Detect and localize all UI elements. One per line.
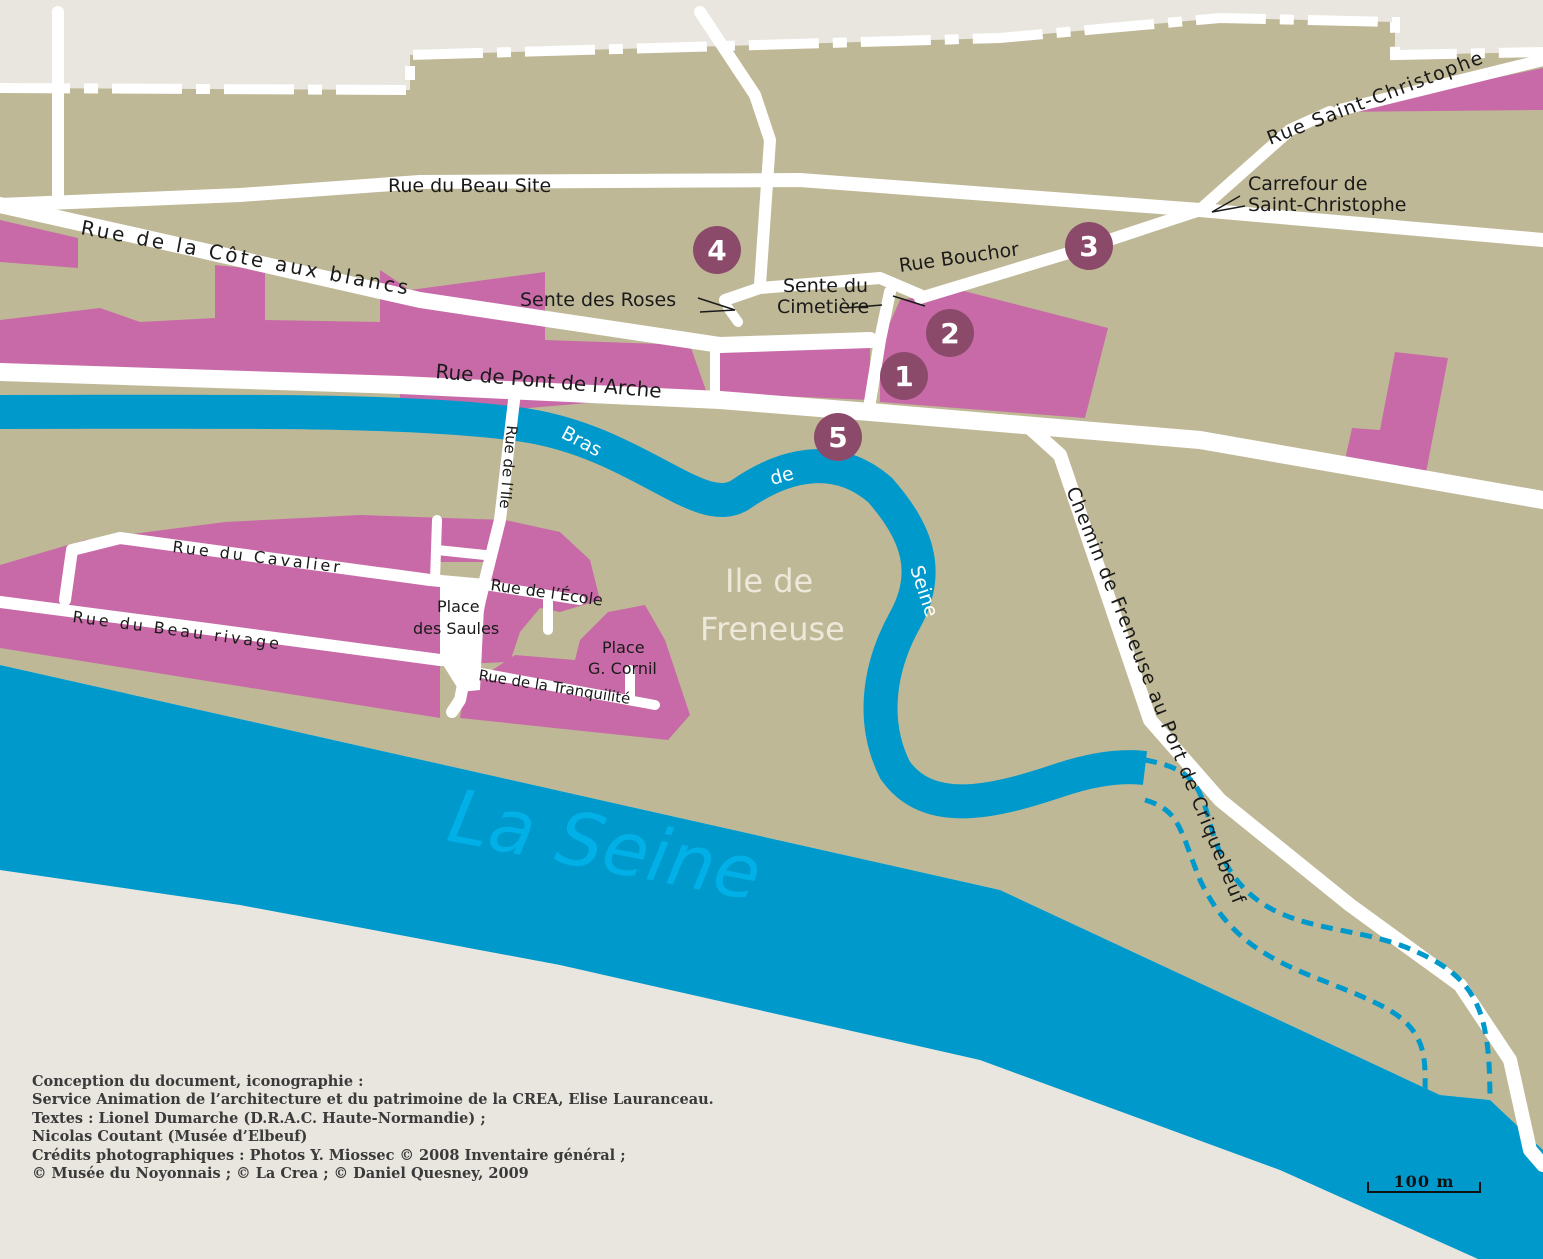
- credits-line: Service Animation de l’architecture et d…: [32, 1091, 714, 1109]
- label-ile-line2: Freneuse: [700, 610, 845, 648]
- marker-5[interactable]: 5: [814, 413, 862, 461]
- bras-de-seine: [0, 394, 1148, 819]
- svg-text:3: 3: [1079, 230, 1098, 263]
- label-carrefour-line1: Carrefour de: [1248, 173, 1367, 195]
- label-place-saules-line2: des Saules: [413, 619, 499, 638]
- label-sente-des-roses: Sente des Roses: [520, 289, 676, 311]
- label-rue-beau-site: Rue du Beau Site: [388, 175, 551, 197]
- scale-bar: 100 m: [1367, 1172, 1481, 1193]
- credits-line: Conception du document, iconographie :: [32, 1073, 364, 1090]
- marker-2[interactable]: 2: [926, 309, 974, 357]
- credits: Conception du document, iconographie : S…: [32, 1073, 932, 1183]
- svg-text:4: 4: [707, 234, 726, 267]
- svg-text:5: 5: [828, 421, 847, 454]
- credits-line: © Musée du Noyonnais ; © La Crea ; © Dan…: [32, 1165, 529, 1183]
- marker-4[interactable]: 4: [693, 226, 741, 274]
- label-sente-cimetiere-line1: Sente du: [783, 275, 868, 297]
- leader-lines: [697, 195, 1246, 313]
- former-channel: [1144, 757, 1493, 1108]
- place-des-saules-square: [440, 582, 485, 692]
- la-seine-river: [0, 665, 1543, 1259]
- marker-3[interactable]: 3: [1065, 222, 1113, 270]
- label-ile-line1: Ile de: [725, 562, 813, 600]
- credits-line: Nicolas Coutant (Musée d’Elbeuf): [32, 1128, 308, 1146]
- credits-line: Crédits photographiques : Photos Y. Mios…: [32, 1146, 626, 1164]
- marker-1[interactable]: 1: [880, 352, 928, 400]
- scale-label: 100 m: [1394, 1172, 1455, 1191]
- label-place-cornil-line1: Place: [602, 638, 645, 657]
- label-carrefour-line2: Saint-Christophe: [1248, 194, 1407, 216]
- svg-text:2: 2: [940, 317, 959, 350]
- roads: [0, 6, 1543, 1172]
- credits-line: Textes : Lionel Dumarche (D.R.A.C. Haute…: [32, 1109, 486, 1127]
- label-place-saules-line1: Place: [437, 597, 480, 616]
- svg-text:1: 1: [894, 360, 913, 393]
- markers: 1 2 3 4 5: [693, 222, 1113, 461]
- commune-boundary: [0, 12, 1543, 96]
- label-place-cornil-line2: G. Cornil: [588, 659, 657, 678]
- label-sente-cimetiere-line2: Cimetière: [777, 296, 869, 318]
